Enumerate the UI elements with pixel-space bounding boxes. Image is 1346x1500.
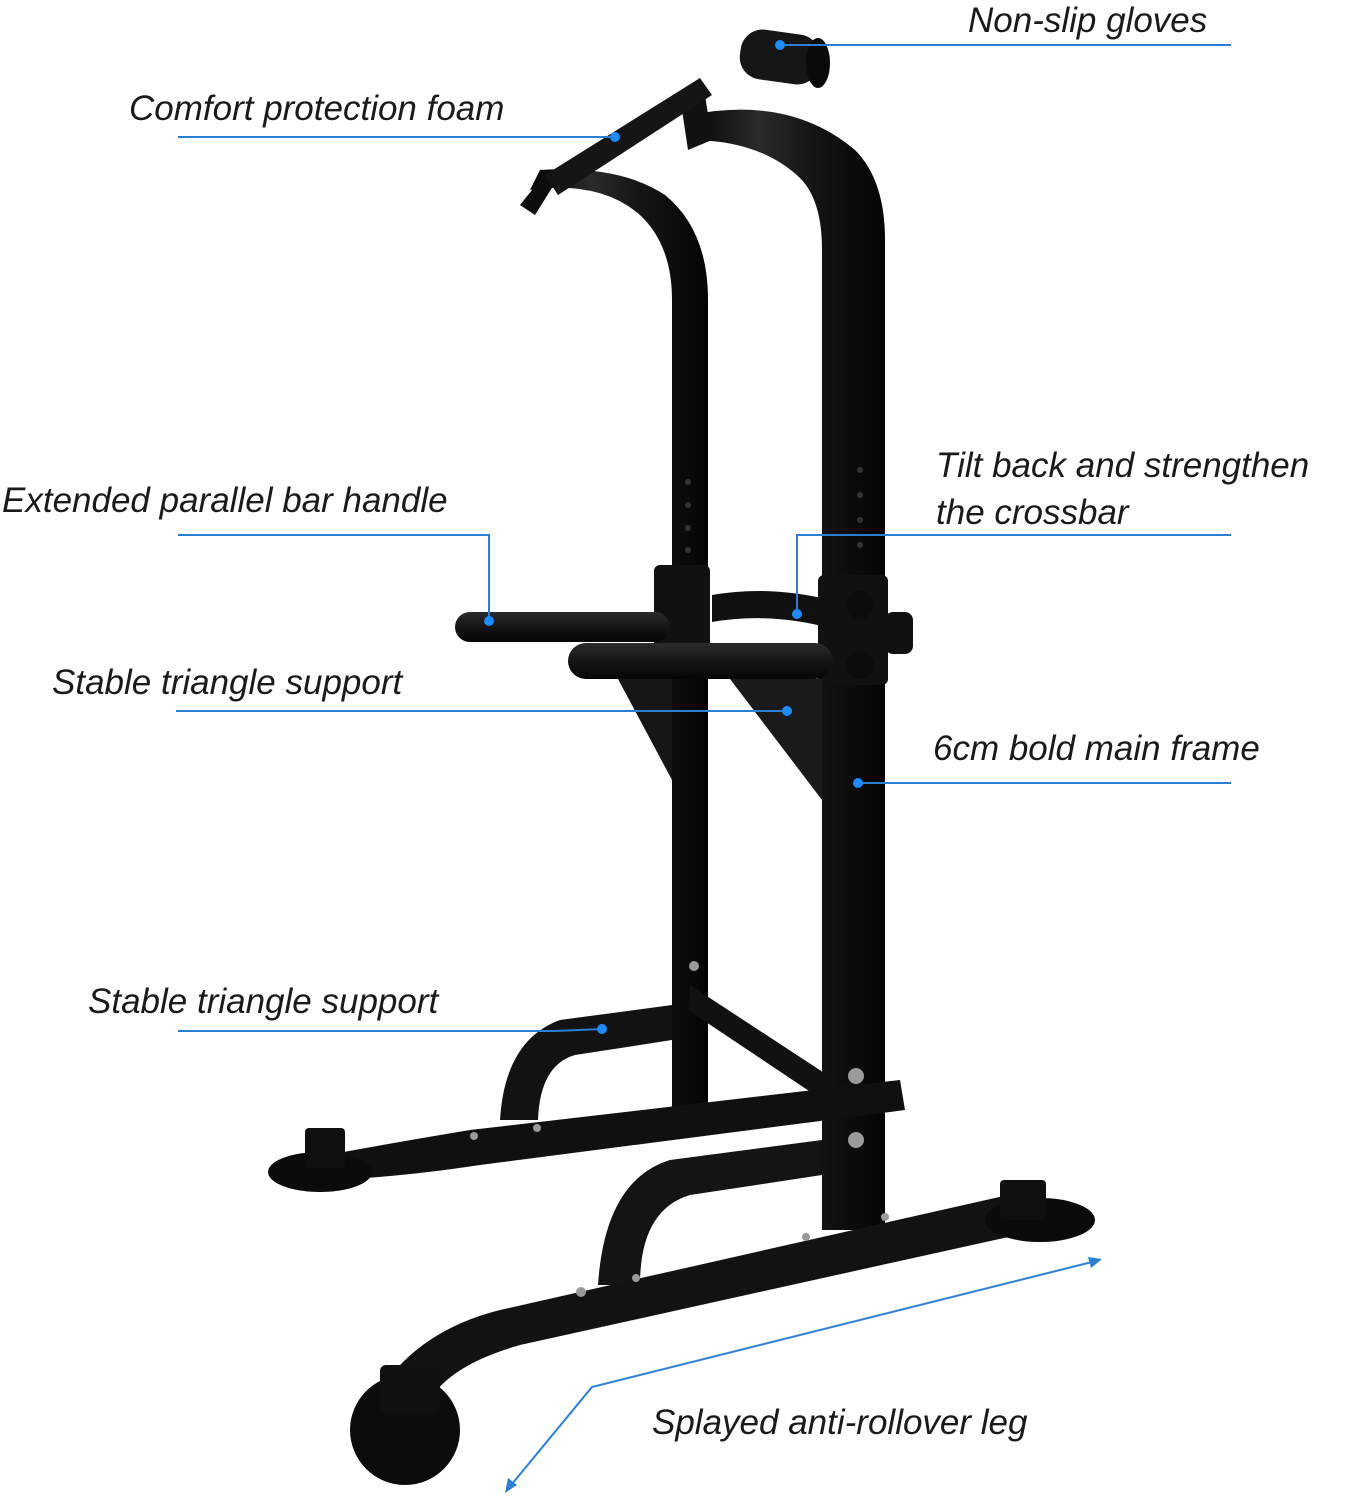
back-support [712, 591, 830, 628]
label-splayed-anti-rollover-leg: Splayed anti-rollover leg [652, 1403, 1028, 1442]
rear-base-leg [300, 1080, 905, 1180]
label-6cm-bold-main-frame: 6cm bold main frame [933, 729, 1260, 768]
triangle-gusset [730, 679, 822, 800]
foam-crossbar [545, 78, 712, 195]
label-stable-triangle-support-upper: Stable triangle support [52, 663, 403, 702]
dip-handle-rear [455, 612, 670, 642]
label-tilt-back-line2: the crossbar [936, 493, 1129, 532]
grip-cylinder [739, 29, 821, 85]
label-tilt-back-line1: Tilt back and strengthen [936, 446, 1310, 485]
front-base-leg [380, 1190, 1040, 1400]
label-extended-parallel-bar-handle: Extended parallel bar handle [2, 481, 448, 520]
label-stable-triangle-support-lower: Stable triangle support [88, 982, 439, 1021]
dip-handle-front [568, 643, 833, 679]
main-upright [690, 109, 885, 1231]
label-comfort-protection-foam: Comfort protection foam [129, 89, 505, 128]
label-non-slip-gloves: Non-slip gloves [968, 1, 1208, 40]
